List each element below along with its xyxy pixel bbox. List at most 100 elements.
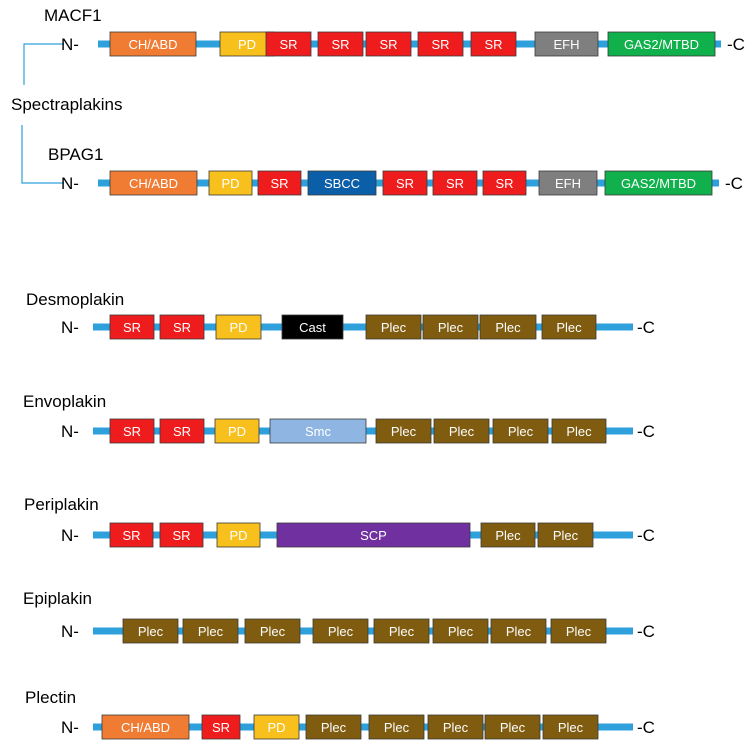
group-label-spectraplakins: Spectraplakins — [11, 95, 123, 114]
domain-sr: SR — [317, 31, 364, 57]
domain-box-plec — [541, 314, 597, 340]
protein-name-plectin: Plectin — [25, 688, 76, 707]
domain-box-sr — [159, 522, 204, 548]
domain-plec: Plec — [422, 314, 479, 340]
domain-label-plec: Plec — [381, 320, 407, 335]
domain-label-pd: PD — [228, 424, 246, 439]
domain-ch-abd: CH/ABD — [101, 714, 190, 740]
domain-plec: Plec — [305, 714, 362, 740]
domain-plec: Plec — [433, 418, 490, 444]
domain-pd: PD — [253, 714, 300, 740]
c-terminus-label: -C — [637, 422, 655, 441]
domain-efh: EFH — [538, 170, 598, 196]
domain-box-plec — [479, 314, 537, 340]
domain-label-plec: Plec — [198, 624, 224, 639]
protein-name-epiplakin: Epiplakin — [23, 589, 92, 608]
domain-box-sr — [417, 31, 464, 57]
domain-plec: Plec — [492, 418, 549, 444]
domain-box-plec — [433, 418, 490, 444]
protein-name-periplakin: Periplakin — [24, 495, 99, 514]
domain-plec: Plec — [484, 714, 541, 740]
domain-label-plec: Plec — [448, 624, 474, 639]
domain-label-plec: Plec — [321, 720, 347, 735]
domain-box-plec — [551, 418, 607, 444]
domain-label-ch-abd: CH/ABD — [129, 176, 178, 191]
domain-label-plec: Plec — [449, 424, 475, 439]
domain-plec: Plec — [480, 522, 536, 548]
domain-gas2-mtbd: GAS2/MTBD — [604, 170, 713, 196]
domain-box-scp — [276, 522, 471, 548]
c-terminus-label: -C — [637, 526, 655, 545]
n-terminus-label: N- — [61, 174, 79, 193]
domain-label-plec: Plec — [389, 624, 415, 639]
domain-label-plec: Plec — [495, 320, 521, 335]
domain-pd: PD — [208, 170, 253, 196]
domain-sr: SR — [382, 170, 428, 196]
domain-sbcc: SBCC — [307, 170, 377, 196]
spectraplakins-bracket-bottom — [21, 125, 64, 184]
n-terminus-label: N- — [61, 422, 79, 441]
domain-box-pd — [253, 714, 300, 740]
domain-label-sr: SR — [484, 37, 502, 52]
domain-gas2-mtbd: GAS2/MTBD — [607, 31, 716, 57]
domain-box-pd — [219, 31, 275, 57]
c-terminus-label: -C — [725, 174, 743, 193]
domain-box-plec — [480, 522, 536, 548]
domain-label-sr: SR — [173, 424, 191, 439]
domain-box-plec — [182, 618, 239, 644]
domain-ch-abd: CH/ABD — [109, 31, 197, 57]
domain-pd: PD — [216, 522, 261, 548]
c-terminus-label: -C — [637, 718, 655, 737]
domain-box-plec — [368, 714, 425, 740]
domain-box-sr — [265, 31, 312, 57]
domain-box-plec — [427, 714, 484, 740]
domain-label-pd: PD — [267, 720, 285, 735]
domain-label-plec: Plec — [553, 528, 579, 543]
domain-label-sr: SR — [212, 720, 230, 735]
domain-label-plec: Plec — [328, 624, 354, 639]
domain-sr: SR — [482, 170, 527, 196]
domain-box-pd — [214, 418, 260, 444]
n-terminus-label: N- — [61, 526, 79, 545]
domain-label-plec: Plec — [566, 624, 592, 639]
domain-label-sr: SR — [379, 37, 397, 52]
domain-plec: Plec — [312, 618, 369, 644]
domain-label-smc: Smc — [305, 424, 332, 439]
domain-plec: Plec — [373, 618, 430, 644]
domain-box-pd — [208, 170, 253, 196]
domain-sr: SR — [201, 714, 241, 740]
domain-plec: Plec — [541, 314, 597, 340]
domain-sr: SR — [432, 170, 478, 196]
domain-sr: SR — [109, 522, 154, 548]
domain-label-pd: PD — [221, 176, 239, 191]
n-terminus-label: N- — [61, 622, 79, 641]
domain-plec: Plec — [365, 314, 422, 340]
domain-box-pd — [215, 314, 262, 340]
domain-smc: Smc — [269, 418, 367, 444]
domain-box-efh — [538, 170, 598, 196]
domain-label-sbcc: SBCC — [324, 176, 360, 191]
domain-sr: SR — [265, 31, 312, 57]
domain-sr: SR — [159, 522, 204, 548]
domain-box-sr — [159, 314, 205, 340]
domain-label-plec: Plec — [495, 528, 521, 543]
domain-box-plec — [122, 618, 179, 644]
domain-ch-abd: CH/ABD — [109, 170, 198, 196]
domain-box-plec — [375, 418, 432, 444]
domain-box-plec — [373, 618, 430, 644]
domain-sr: SR — [159, 314, 205, 340]
domain-box-plec — [305, 714, 362, 740]
domain-label-plec: Plec — [384, 720, 410, 735]
protein-name-bpag1: BPAG1 — [48, 145, 103, 164]
domain-plec: Plec — [182, 618, 239, 644]
domain-box-ch-abd — [109, 170, 198, 196]
domain-plec: Plec — [537, 522, 594, 548]
domain-cast: Cast — [281, 314, 344, 340]
domain-label-plec: Plec — [508, 424, 534, 439]
domain-box-plec — [490, 618, 547, 644]
